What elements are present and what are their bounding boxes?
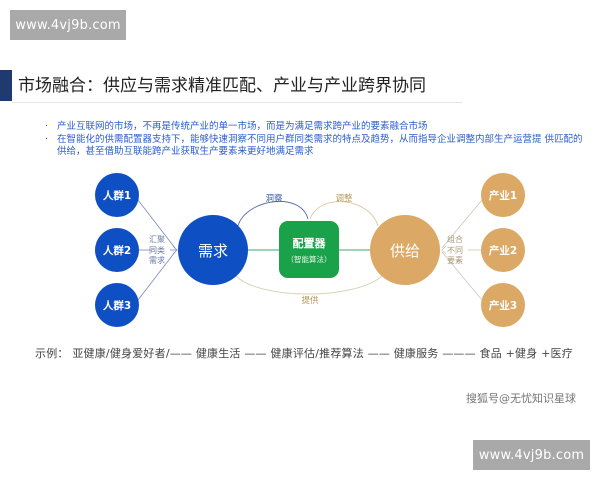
adjust-arc	[309, 201, 379, 227]
connector-line	[137, 199, 176, 249]
group-node-3	[95, 283, 139, 327]
source-credit: 搜狐号@无忧知识星球	[466, 392, 576, 405]
industry-node-3	[481, 283, 525, 327]
provide-label: 提供	[301, 296, 319, 306]
example-text: 亚健康/健身爱好者/—— 健康生活 —— 健康评估/推荐算法 —— 健康服务 —…	[72, 347, 573, 360]
adjust-label: 调整	[335, 194, 353, 204]
group-label-2: 人群2	[102, 244, 132, 257]
bullet-item: · 产业互联网的市场，不再是传统产业的单一市场，而是为满足需求跨产业的要素融合市…	[45, 121, 590, 134]
watermark-top: www.4vj9b.com	[10, 10, 126, 40]
industry-node-2	[481, 228, 525, 272]
page-title: 市场融合：供应与需求精准匹配、产业与产业跨界协同	[18, 76, 426, 96]
right-connector-label-line: 不同	[447, 245, 463, 255]
arrowhead-icon	[172, 245, 178, 255]
demand-node	[178, 215, 248, 285]
bullet-dot-icon: ·	[45, 133, 49, 145]
title-accent-bar	[0, 70, 12, 101]
group-label-1: 人群1	[102, 189, 132, 202]
group-label-3: 人群3	[102, 299, 132, 312]
bullet-item: · 在智能化的供需配置器支持下，能够快速洞察不同用户群同类需求的特点及趋势，从而…	[45, 134, 590, 159]
left-connector-label: 汇聚 同类 需求	[148, 235, 166, 267]
right-connector-label-line: 要素	[447, 256, 463, 265]
watermark-bottom: www.4vj9b.com	[473, 440, 590, 470]
bullet-text: 在智能化的供需配置器支持下，能够快速洞察不同用户群同类需求的特点及趋势，从而指导…	[57, 133, 583, 158]
bullet-text: 产业互联网的市场，不再是传统产业的单一市场，而是为满足需求跨产业的要素融合市场	[57, 121, 428, 132]
demand-label: 需求	[197, 241, 228, 260]
insight-arc	[237, 201, 309, 227]
right-connector-label: 组合 不同 要素	[446, 235, 464, 267]
insight-label: 洞察	[265, 194, 283, 204]
left-connector-label-line: 需求	[149, 256, 165, 265]
right-connector-label-line: 组合	[447, 235, 463, 244]
group-node-2	[95, 228, 139, 272]
left-connector-label-line: 汇聚	[149, 235, 165, 244]
provide-arc	[235, 275, 383, 295]
bullet-list: · 产业互联网的市场，不再是传统产业的单一市场，而是为满足需求跨产业的要素融合市…	[45, 121, 590, 159]
bullet-dot-icon: ·	[45, 121, 49, 132]
arrowhead-icon	[441, 245, 447, 255]
supply-node	[370, 215, 440, 285]
industry-label-3: 产业3	[488, 299, 518, 312]
configurator-subtitle: （智能算法）	[286, 254, 332, 264]
left-connector-label-line: 同类	[149, 245, 165, 255]
configurator-box: 配置器 （智能算法）	[279, 221, 339, 278]
title-divider	[12, 102, 462, 103]
industry-label-1: 产业1	[488, 189, 518, 202]
connector-line	[137, 251, 176, 301]
example-line: 示例： 亚健康/健身爱好者/—— 健康生活 —— 健康评估/推荐算法 —— 健康…	[35, 345, 573, 361]
industry-label-2: 产业2	[488, 244, 518, 257]
configurator-title: 配置器	[292, 236, 326, 250]
industry-node-1	[481, 173, 525, 217]
supply-label: 供给	[389, 241, 420, 260]
example-label: 示例：	[35, 347, 69, 360]
group-node-1	[95, 173, 139, 217]
